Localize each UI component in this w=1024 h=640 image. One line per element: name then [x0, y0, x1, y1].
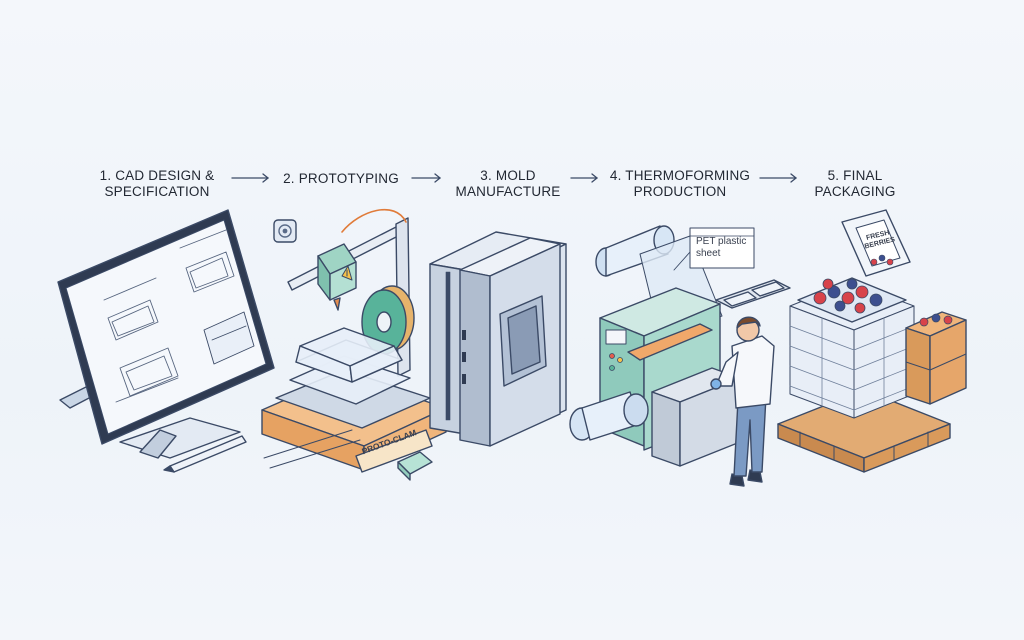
arrow-4-to-5: [759, 173, 798, 183]
prototype-clamshell: [289, 327, 411, 405]
open-clamshell: [841, 209, 911, 277]
step-4-line1: 4. THERMOFORMING: [609, 168, 751, 183]
step-3-line1: 3. MOLD: [480, 168, 536, 183]
pet-sheet-line1: PET plastic: [696, 236, 747, 247]
step-3-line2: MANUFACTURE: [455, 184, 561, 199]
berry-crates: [905, 311, 967, 405]
gear-icon: [273, 219, 297, 243]
step-4-label: 4. THERMOFORMING PRODUCTION: [605, 168, 755, 200]
control-panel: [605, 329, 627, 371]
step-2-label: 2. PROTOTYPING: [276, 171, 406, 187]
3d-printer: [261, 208, 447, 481]
pallet-stack: [777, 209, 967, 473]
film-roll-bottom: [569, 391, 649, 441]
arrow-2-to-3: [411, 173, 442, 183]
pet-sheet-line2: sheet: [696, 248, 721, 259]
step-1-label: 1. CAD DESIGN & SPECIFICATION: [82, 168, 232, 200]
arrow-1-to-2: [231, 173, 270, 183]
step-5-line2: PACKAGING: [814, 184, 896, 199]
step-4-line2: PRODUCTION: [633, 184, 727, 199]
arrow-3-to-4: [570, 173, 599, 183]
stylus-pen: [163, 435, 247, 473]
berry-tray: [797, 277, 907, 323]
step-3-label: 3. MOLD MANUFACTURE: [448, 168, 568, 200]
step-1-line1: 1. CAD DESIGN &: [99, 168, 215, 183]
step-1-line2: SPECIFICATION: [104, 184, 210, 199]
step-5-label: 5. FINAL PACKAGING: [800, 168, 910, 200]
pet-sheet-label: PET plastic sheet: [696, 236, 754, 260]
factory-worker: [710, 316, 775, 487]
thermoforming-machine: [569, 225, 791, 467]
cad-tablet: [57, 209, 275, 473]
step-2-line1: 2. PROTOTYPING: [283, 171, 399, 186]
step-5-line1: 5. FINAL: [827, 168, 883, 183]
mold-blocks: [429, 231, 567, 447]
warning-icon: [341, 265, 353, 281]
